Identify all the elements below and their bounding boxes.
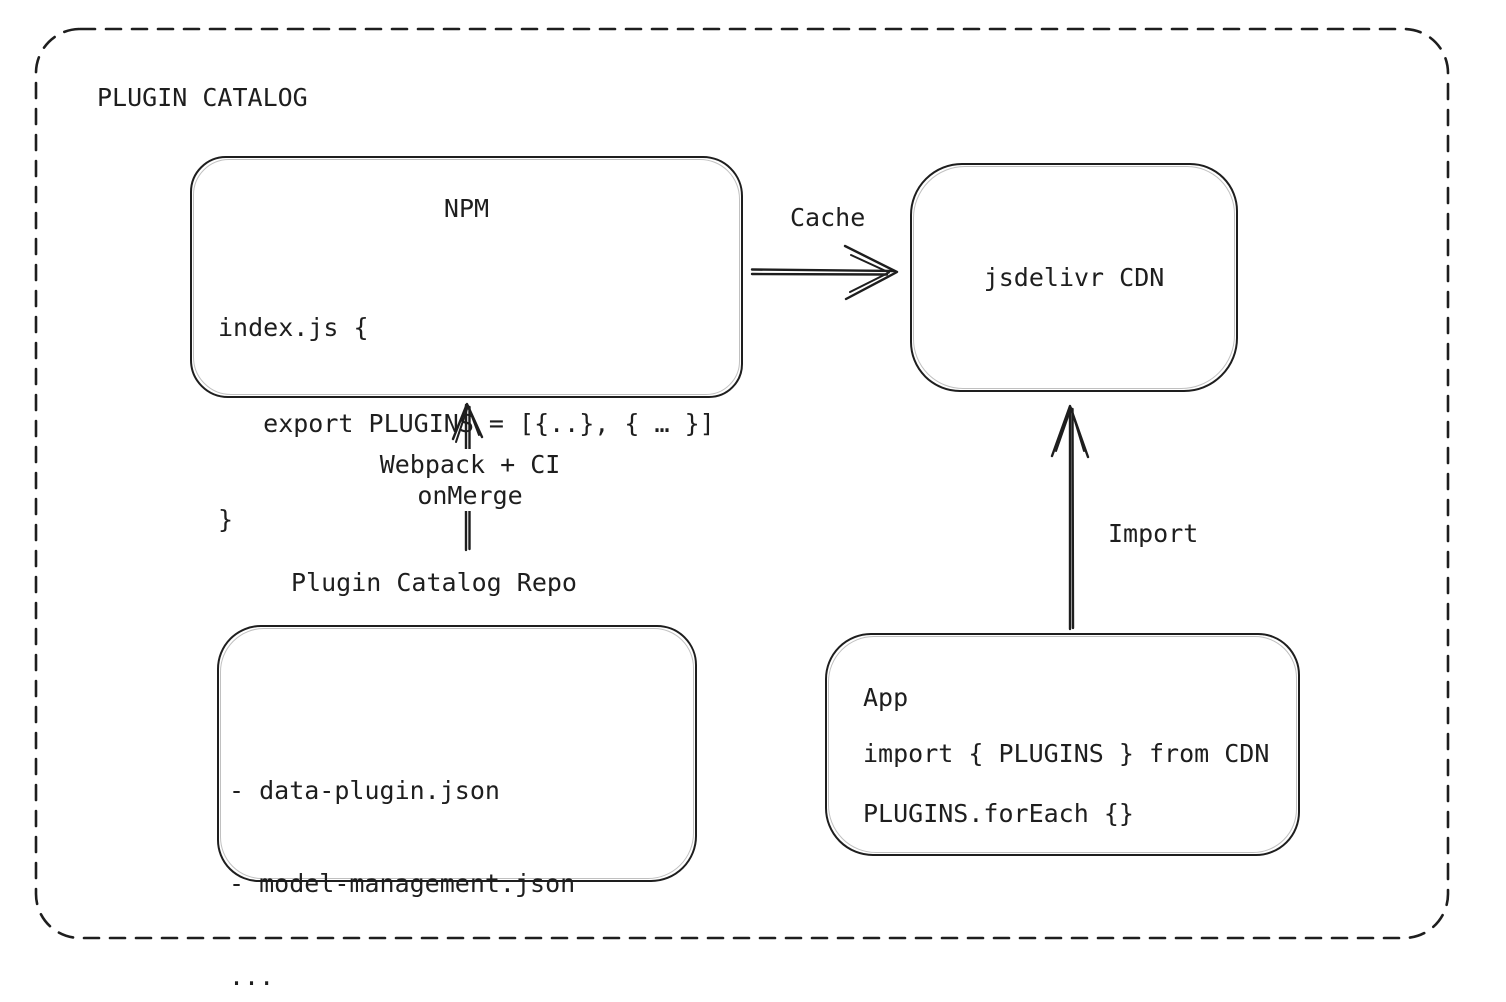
cdn-label: jsdelivr CDN — [983, 263, 1165, 292]
cache-edge-label: Cache — [788, 202, 868, 233]
app-code-line: import { PLUGINS } from CDN — [863, 739, 1270, 768]
build-edge-label-line: Webpack + CI — [379, 450, 561, 479]
npm-code-line: export PLUGINS = [{..}, { … }] — [218, 409, 715, 438]
cache-arrow — [750, 244, 899, 301]
build-edge-label-line: onMerge — [417, 481, 523, 510]
app-title: App — [863, 683, 909, 712]
repo-title: Plugin Catalog Repo — [289, 567, 579, 598]
npm-title: NPM — [443, 194, 490, 223]
npm-code: index.js { export PLUGINS = [{..}, { … }… — [192, 248, 741, 600]
repo-file-item: - model-management.json — [229, 869, 576, 898]
node-jsdelivr-cdn: jsdelivr CDN — [910, 163, 1238, 392]
node-npm: NPM index.js { export PLUGINS = [{..}, {… — [190, 156, 743, 534]
node-app: App import { PLUGINS } from CDN PLUGINS.… — [825, 633, 1300, 856]
repo-file-list: - data-plugin.json - model-management.js… — [219, 627, 695, 1002]
build-edge-label: Webpack + CI onMerge — [368, 449, 572, 511]
diagram-title: PLUGIN CATALOG — [97, 83, 308, 112]
app-code-line: PLUGINS.forEach {} — [863, 799, 1134, 828]
node-plugin-catalog-repo: - data-plugin.json - model-management.js… — [217, 625, 697, 991]
repo-file-item: ... — [229, 962, 275, 991]
repo-file-item: - data-plugin.json — [229, 776, 500, 805]
import-edge-label: Import — [1106, 518, 1201, 549]
import-arrow — [1050, 404, 1090, 631]
npm-code-line: index.js { — [218, 313, 369, 342]
